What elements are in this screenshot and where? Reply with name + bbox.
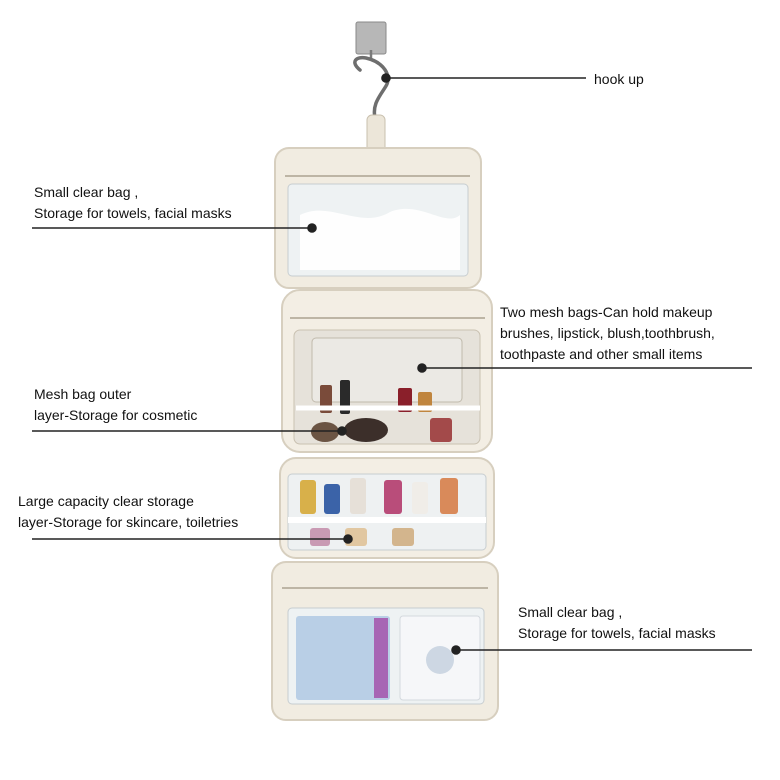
callout-bottom-clear-bag-line-2: Storage for towels, facial masks bbox=[518, 625, 716, 641]
leader-dot-large-clear bbox=[343, 534, 353, 544]
leader-dot-hook bbox=[381, 73, 391, 83]
leader-dot-bottom-clear-bag bbox=[451, 645, 461, 655]
skincare-bottle-6 bbox=[440, 478, 458, 514]
toiletry-3 bbox=[392, 528, 414, 546]
callout-mesh-bags-line-2: brushes, lipstick, blush,toothbrush, bbox=[500, 325, 715, 341]
callout-top-clear-bag: Small clear bag , Storage for towels, fa… bbox=[34, 182, 232, 224]
inner-mesh-pocket bbox=[311, 337, 463, 403]
skincare-bottle-1 bbox=[300, 480, 316, 514]
callout-large-clear: Large capacity clear storage layer-Stora… bbox=[18, 491, 238, 533]
towel-in-pocket bbox=[300, 208, 460, 270]
mask-packet-stripe bbox=[374, 618, 388, 698]
callout-hook: hook up bbox=[594, 69, 644, 90]
wall-hook-plate bbox=[355, 21, 387, 55]
callout-mesh-bags-line-3: toothpaste and other small items bbox=[500, 346, 703, 362]
leader-dot-mesh-bags bbox=[417, 363, 427, 373]
cosmetic-tube bbox=[430, 418, 452, 442]
callout-top-clear-bag-line-1: Small clear bag , bbox=[34, 184, 139, 200]
toiletry-1 bbox=[310, 528, 330, 546]
mask-packet-graphic bbox=[426, 646, 454, 674]
facial-mask-packet-1 bbox=[296, 616, 390, 700]
callout-mesh-bags-line-1: Two mesh bags-Can hold makeup bbox=[500, 304, 713, 320]
skincare-bottle-3 bbox=[350, 478, 366, 514]
blush-case bbox=[311, 422, 339, 442]
callout-bottom-clear-bag: Small clear bag , Storage for towels, fa… bbox=[518, 602, 716, 644]
leader-lines bbox=[32, 73, 752, 655]
callout-mesh-outer-line-1: Mesh bag outer bbox=[34, 386, 132, 402]
skincare-bottle-4 bbox=[384, 480, 402, 514]
callout-large-clear-line-2: layer-Storage for skincare, toiletries bbox=[18, 514, 239, 530]
callout-large-clear-line-1: Large capacity clear storage bbox=[18, 493, 194, 509]
callout-top-clear-bag-line-2: Storage for towels, facial masks bbox=[34, 205, 232, 221]
callout-mesh-outer-line-2: layer-Storage for cosmetic bbox=[34, 407, 198, 423]
skincare-bottle-2 bbox=[324, 484, 340, 514]
callout-mesh-outer: Mesh bag outer layer-Storage for cosmeti… bbox=[34, 384, 197, 426]
callout-mesh-bags: Two mesh bags-Can hold makeup brushes, l… bbox=[500, 302, 715, 365]
callout-bottom-clear-bag-line-1: Small clear bag , bbox=[518, 604, 623, 620]
hanger-hook bbox=[353, 55, 390, 120]
callout-hook-line-1: hook up bbox=[594, 71, 644, 87]
compact-powder bbox=[344, 418, 388, 442]
leader-dot-top-clear-bag bbox=[307, 223, 317, 233]
leader-dot-mesh-outer bbox=[337, 426, 347, 436]
skincare-bottle-5 bbox=[412, 482, 428, 514]
